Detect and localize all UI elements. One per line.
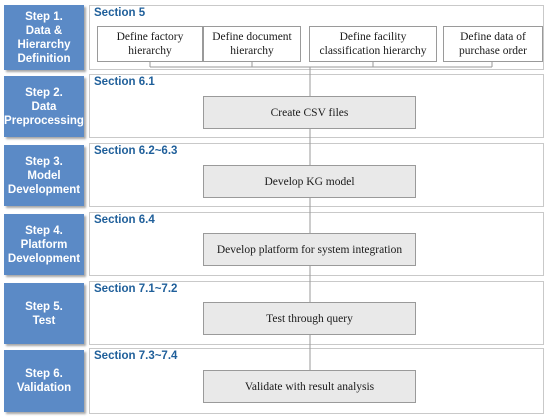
section-label-5: Section 7.1~7.2 xyxy=(94,283,178,295)
step-box-1: Step 1. Data & Hierarchy Definition xyxy=(4,5,84,70)
step-box-6: Step 6. Validation xyxy=(4,350,84,412)
test-through-query-box: Test through query xyxy=(203,302,416,335)
step-box-5: Step 5. Test xyxy=(4,283,84,344)
section-label-2: Section 6.1 xyxy=(94,76,155,88)
validate-result-analysis-box: Validate with result analysis xyxy=(203,370,416,403)
define-document-hierarchy-box: Define document hierarchy xyxy=(203,26,301,62)
section-label-4: Section 6.4 xyxy=(94,214,155,226)
section-label-3: Section 6.2~6.3 xyxy=(94,145,178,157)
define-purchase-order-box: Define data of purchase order xyxy=(443,26,543,62)
define-facility-classification-box: Define facility classification hierarchy xyxy=(309,26,437,62)
section-label-6: Section 7.3~7.4 xyxy=(94,350,178,362)
develop-kg-model-box: Develop KG model xyxy=(203,165,416,198)
define-factory-hierarchy-box: Define factory hierarchy xyxy=(97,26,203,62)
step-box-4: Step 4. Platform Development xyxy=(4,214,84,275)
step-box-3: Step 3. Model Development xyxy=(4,145,84,206)
create-csv-files-box: Create CSV files xyxy=(203,96,416,129)
section-label-1: Section 5 xyxy=(94,7,146,19)
develop-platform-box: Develop platform for system integration xyxy=(203,233,416,266)
step-box-2: Step 2. Data Preprocessing xyxy=(4,76,84,137)
